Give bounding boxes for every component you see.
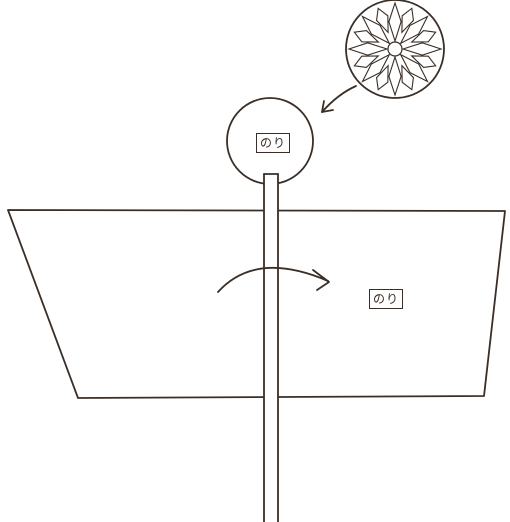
pattern-petal [388, 1, 402, 43]
pattern-diamond [375, 64, 389, 91]
pattern-petal [401, 42, 443, 56]
glue-label-panel: のり [369, 289, 404, 309]
stick [264, 174, 278, 522]
pattern-medallion [345, 0, 445, 99]
rotation-arrow [217, 266, 329, 293]
pointer-arrow-head [321, 100, 334, 113]
pattern-petal [388, 55, 402, 97]
pattern-diamond [353, 55, 380, 69]
rotation-arrow-head [312, 269, 330, 291]
glue-label-circle: のり [256, 133, 291, 153]
pattern-petal [361, 15, 391, 45]
pattern-petal [399, 53, 429, 83]
pattern-diamond [401, 64, 415, 91]
pattern-diamond [410, 29, 437, 43]
paper-panel [7, 209, 506, 399]
pattern-diamond [401, 7, 415, 34]
pointer-arrow [321, 85, 357, 113]
pattern-diamond [375, 7, 389, 34]
pattern-petal [347, 42, 389, 56]
pattern-petal [361, 53, 391, 83]
pattern-petal [399, 15, 429, 45]
pattern-diamond [410, 55, 437, 69]
pattern-diamond [353, 29, 380, 43]
